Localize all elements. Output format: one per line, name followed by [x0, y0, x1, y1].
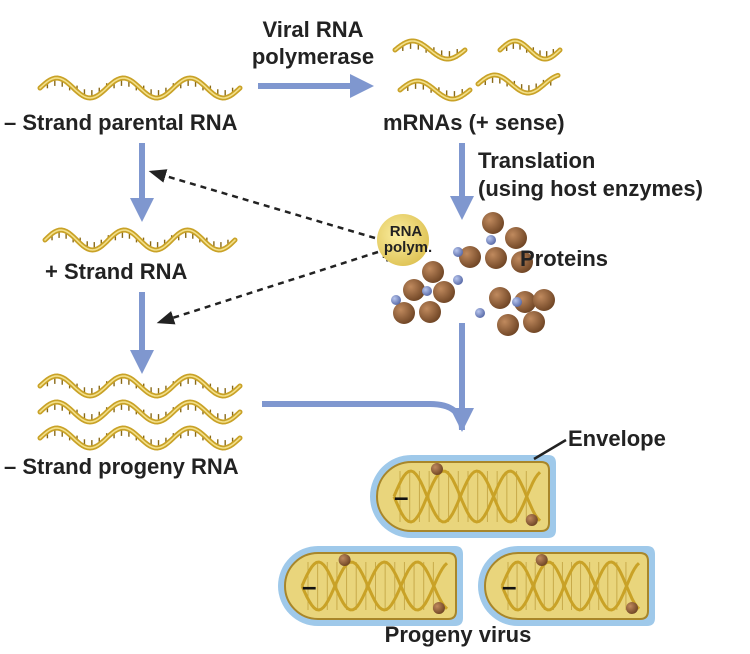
mrna-fragment-3 [397, 78, 473, 102]
mrna-fragment-2 [497, 38, 563, 62]
protein-4 [485, 247, 507, 269]
process-arrows [130, 74, 474, 432]
label-progeny-virus: Progeny virus [385, 622, 532, 647]
label-progeny-rna: – Strand progeny RNA [4, 454, 239, 479]
rna-progeny-strand-2 [37, 399, 243, 425]
virus-minus-sign: – [302, 571, 316, 601]
protein-12 [514, 291, 536, 313]
small-protein-5 [475, 308, 485, 318]
label-viral-rna: Viral RNA [262, 17, 363, 42]
mrna-fragment-4 [475, 72, 561, 96]
small-protein-1 [486, 235, 496, 245]
protein-2 [505, 227, 527, 249]
label-plus-strand: + Strand RNA [45, 259, 188, 284]
virus-particle-top: – [369, 455, 556, 538]
rna-polymerase: RNA polym. [377, 214, 432, 266]
label-envelope: Envelope [568, 426, 666, 451]
rna-plus-strand [42, 227, 238, 253]
small-protein-6 [512, 297, 522, 307]
protein-8 [433, 281, 455, 303]
label-parental-rna: – Strand parental RNA [4, 110, 238, 135]
virus-minus-sign: – [394, 482, 408, 512]
protein-9 [419, 301, 441, 323]
protein-15 [523, 311, 545, 333]
polymerase-arrows [148, 169, 379, 325]
protein-11 [489, 287, 511, 309]
protein-10 [393, 302, 415, 324]
rna-progeny-strand-3 [37, 425, 243, 451]
label-polymerase: polymerase [252, 44, 374, 69]
protein-13 [533, 289, 555, 311]
small-protein-4 [391, 295, 401, 305]
small-protein-7 [453, 275, 463, 285]
label-proteins: Proteins [520, 246, 608, 271]
virus-particle-left: – [278, 546, 463, 626]
mrna-fragment-1 [392, 38, 468, 62]
protein-14 [497, 314, 519, 336]
protein-5 [511, 251, 533, 273]
protein-cluster: + [382, 212, 555, 336]
protein-7 [403, 279, 425, 301]
rna-strands [37, 38, 563, 451]
dashed-arrow-upper [148, 169, 376, 240]
virus-particle-right: – [478, 546, 655, 626]
polymerase-blob [377, 214, 429, 266]
label-mrnas: mRNAs (+ sense) [383, 110, 565, 135]
rna-parental-strand [37, 75, 243, 101]
label-host-enzymes: (using host enzymes) [478, 176, 703, 201]
dashed-arrow-lower [156, 250, 379, 325]
polymerase-label-2: polym. [384, 239, 432, 256]
protein-6 [422, 261, 444, 283]
rna-progeny-strand-1 [37, 373, 243, 399]
small-protein-3 [422, 286, 432, 296]
label-translation: Translation [478, 148, 595, 173]
progeny-virus-particles: – – – [278, 455, 655, 626]
small-protein-2 [453, 247, 463, 257]
polymerase-label-1: RNA [390, 223, 423, 240]
protein-1 [482, 212, 504, 234]
arrow-progeny-merge [262, 401, 465, 431]
envelope-pointer [533, 438, 567, 461]
protein-3 [459, 246, 481, 268]
virus-minus-sign: – [502, 571, 516, 601]
